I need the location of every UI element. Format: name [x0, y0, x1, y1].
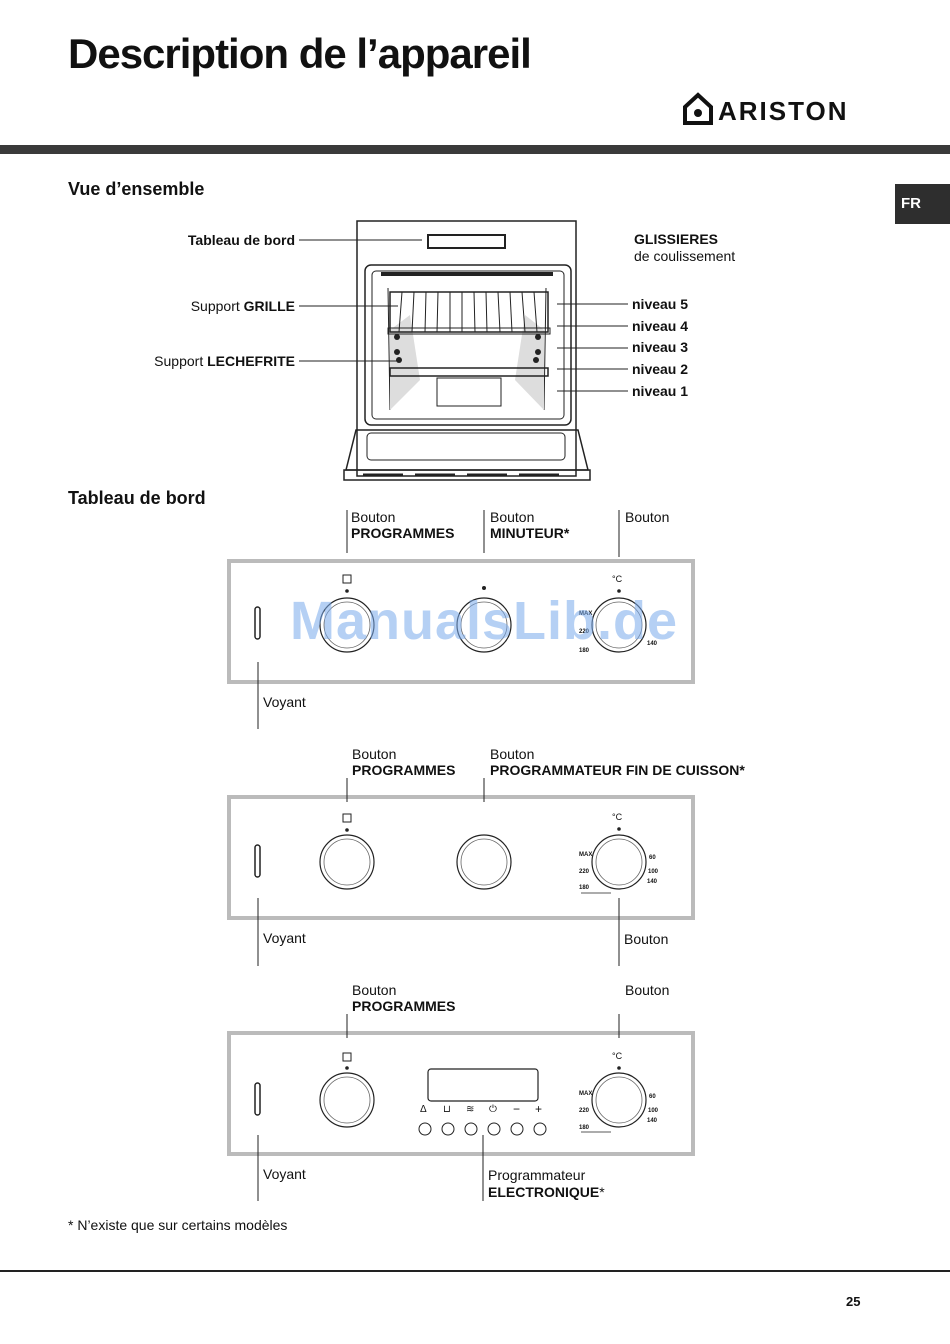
- level-3: niveau 3: [632, 339, 689, 355]
- p1-mark-max: MAX: [579, 611, 593, 617]
- p3-mark-100: 100: [648, 1108, 659, 1114]
- overview-heading: Vue d’ensemble: [68, 179, 205, 199]
- p2-mark-140: 140: [647, 879, 658, 885]
- p1-thermo-line1: Bouton: [625, 509, 670, 525]
- grille-callout: Support GRILLE: [120, 298, 295, 314]
- p1-programmes-line2: PROGRAMMES: [351, 525, 455, 541]
- p1-mark-140: 140: [647, 641, 658, 647]
- header-rule: [0, 145, 950, 154]
- p3-electronic-line1: Programmateur: [488, 1167, 586, 1183]
- glissieres-title: GLISSIERES: [634, 231, 719, 247]
- p2-endcook-line1: Bouton: [490, 746, 535, 762]
- p2-temp-symbol: °C: [612, 812, 623, 822]
- p3-mark-max: MAX: [579, 1091, 593, 1097]
- level-1: niveau 1: [632, 383, 689, 399]
- level-4: niveau 4: [632, 318, 689, 334]
- p2-thermo-line1: Bouton: [624, 931, 669, 947]
- p2-endcook-line2: PROGRAMMATEUR FIN DE CUISSON*: [490, 762, 745, 778]
- house-icon: [683, 92, 713, 125]
- dashboard-heading: Tableau de bord: [68, 488, 206, 508]
- p1-timer-line2: MINUTEUR*: [490, 525, 570, 541]
- p1-temp-symbol: °C: [612, 574, 623, 584]
- p3-temp-symbol: °C: [612, 1051, 623, 1061]
- p1-programmes-line1: Bouton: [351, 509, 396, 525]
- p1-mark-180: 180: [579, 648, 590, 654]
- p2-programmes-line1: Bouton: [352, 746, 397, 762]
- steam-icon: ≋: [466, 1104, 475, 1115]
- p3-thermo-line1: Bouton: [625, 982, 670, 998]
- p3-electronic-line2: ELECTRONIQUE*: [488, 1184, 605, 1200]
- p3-electronic-star: *: [599, 1184, 605, 1200]
- footer-rule: [0, 1270, 950, 1272]
- p3-mark-220: 220: [579, 1108, 590, 1114]
- pot-icon: ⊔: [443, 1104, 451, 1115]
- level-2: niveau 2: [632, 361, 689, 377]
- p2-mark-max: MAX: [579, 852, 593, 858]
- bell-icon: Δ: [420, 1104, 427, 1115]
- grille-prefix: Support: [190, 298, 240, 314]
- lechefrite-callout: Support LECHEFRITE: [100, 353, 295, 369]
- minus-icon: −: [513, 1102, 521, 1116]
- p2-mark-180: 180: [579, 885, 590, 891]
- panel-3: [227, 1014, 695, 1201]
- p3-programmes-line1: Bouton: [352, 982, 397, 998]
- watermark: ManualsLib.de: [290, 591, 679, 651]
- p3-mark-140: 140: [647, 1118, 658, 1124]
- level-5: niveau 5: [632, 296, 689, 312]
- p2-mark-220: 220: [579, 869, 590, 875]
- p2-mark-60: 60: [649, 855, 656, 861]
- dashboard-callout: Tableau de bord: [187, 232, 295, 248]
- p1-timer-line1: Bouton: [490, 509, 535, 525]
- plus-icon: +: [535, 1102, 543, 1116]
- p3-voyant: Voyant: [263, 1166, 306, 1182]
- p3-mark-180: 180: [579, 1125, 590, 1131]
- grille-bold: GRILLE: [243, 298, 295, 314]
- p1-mark-220: 220: [579, 629, 590, 635]
- p2-voyant: Voyant: [263, 930, 306, 946]
- lechefrite-bold: LECHEFRITE: [207, 353, 295, 369]
- p3-mark-60: 60: [649, 1094, 656, 1100]
- p3-programmes-line2: PROGRAMMES: [352, 998, 456, 1014]
- p1-voyant: Voyant: [263, 694, 306, 710]
- panel-2: [227, 778, 695, 966]
- page-number: 25: [846, 1294, 861, 1309]
- glissieres-subtitle: de coulissement: [634, 248, 736, 264]
- lechefrite-prefix: Support: [154, 353, 204, 369]
- panel-1: [227, 510, 695, 729]
- p2-programmes-line2: PROGRAMMES: [352, 762, 456, 778]
- oven-illustration: [343, 220, 591, 481]
- footnote: * N’existe que sur certains modèles: [68, 1217, 288, 1233]
- language-tab: FR: [895, 184, 950, 224]
- page-title: Description de l’appareil: [68, 30, 532, 77]
- brand-name: ARISTON: [718, 96, 849, 126]
- p2-mark-100: 100: [648, 869, 659, 875]
- p3-electronic-bold: ELECTRONIQUE: [488, 1184, 600, 1200]
- hand-icon: ⏻: [489, 1104, 497, 1115]
- overview-callout-lines: [299, 239, 628, 392]
